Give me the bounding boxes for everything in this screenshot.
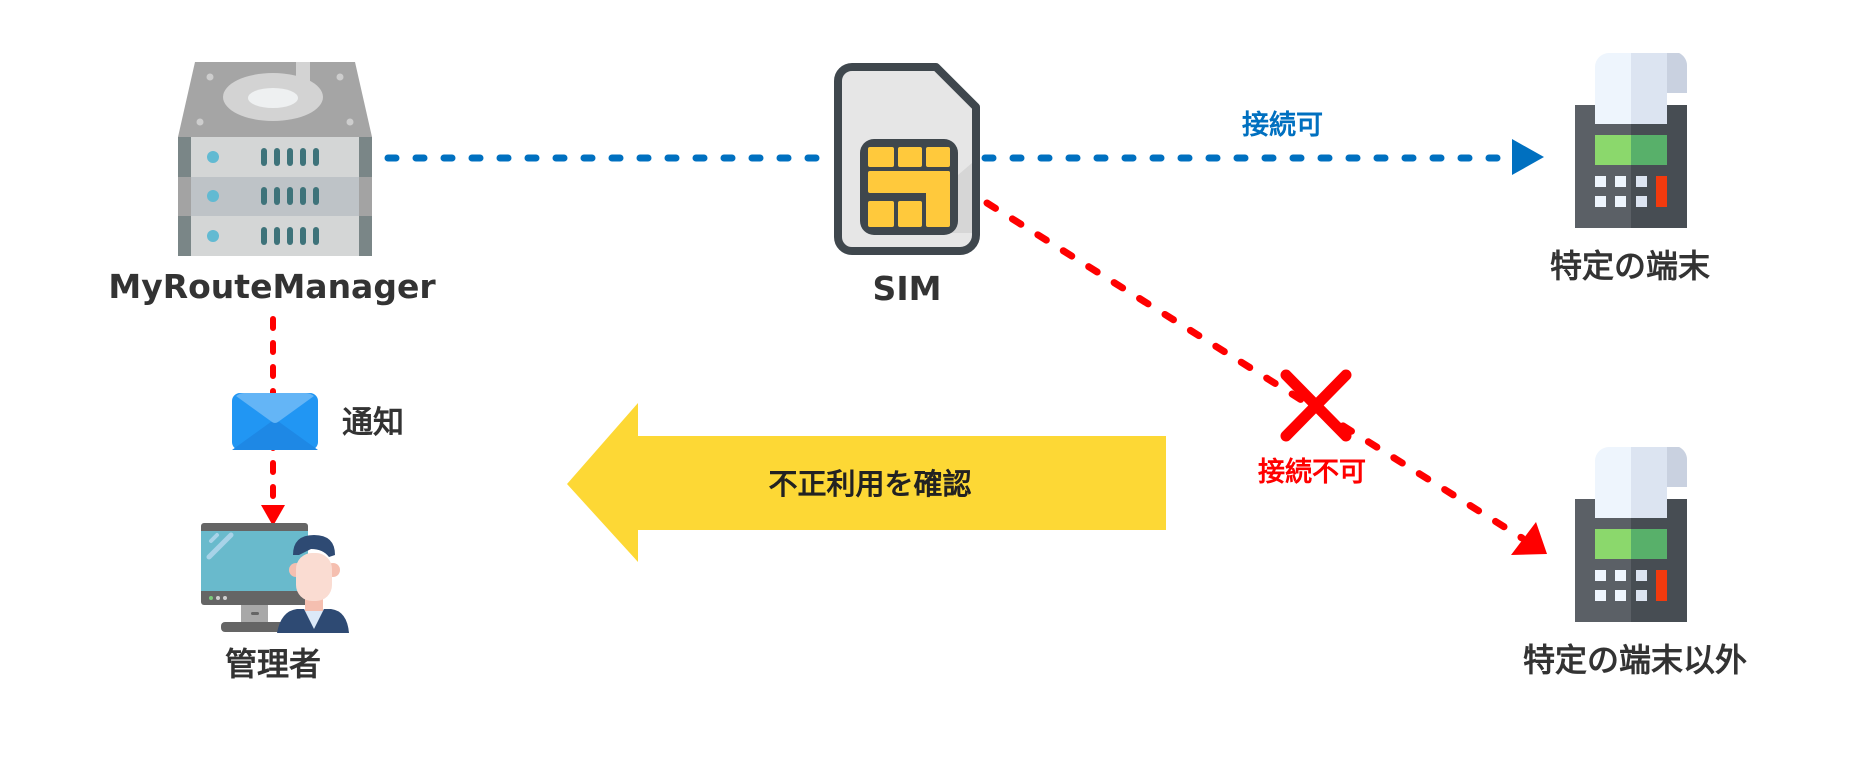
mail-envelope-icon [232,393,318,450]
connect-ok-label: 接続可 [1242,110,1323,141]
connect-ok-arrowhead [1512,139,1544,175]
admin-computer-icon [201,523,349,633]
sim-card-icon [834,63,980,255]
blocked-x-icon [1280,369,1352,442]
server-label: MyRouteManager [108,267,436,306]
fraud-confirm-arrow [567,403,1166,562]
server-icon [178,62,372,256]
connect-ng-label: 接続不可 [1258,457,1366,488]
sim-label: SIM [872,269,942,308]
terminal-other-label: 特定の端末以外 [1522,641,1747,679]
terminal-allowed-label: 特定の端末 [1549,247,1710,285]
connect-ng-arrowhead [1511,522,1547,555]
admin-label: 管理者 [224,645,321,683]
notify-label: 通知 [342,405,404,441]
payment-terminal-allowed-icon [1575,53,1687,228]
notify-arrowhead [261,505,285,526]
fraud-confirm-label: 不正利用を確認 [768,467,972,501]
payment-terminal-other-icon [1575,447,1687,622]
